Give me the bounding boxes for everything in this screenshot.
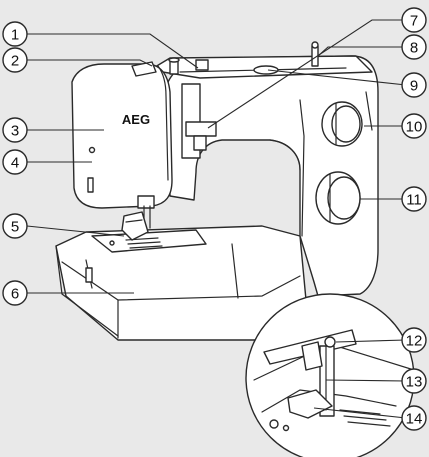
callout-number: 1 [11, 27, 19, 44]
pattern-selector-dial [315, 171, 361, 225]
callout-11: 11 [401, 186, 427, 212]
callout-13: 13 [401, 368, 427, 394]
callout-number: 3 [11, 123, 19, 140]
callout-leaders [26, 19, 407, 419]
callout-2: 2 [2, 47, 28, 73]
spool-pin [311, 41, 319, 67]
callout-6: 6 [2, 280, 28, 306]
callout-number: 8 [410, 40, 418, 57]
callout-number: 11 [406, 192, 422, 209]
stitch-length-dial [321, 101, 363, 147]
callout-number: 14 [406, 411, 423, 428]
detail-inset [245, 293, 415, 457]
thread-guide-top [168, 57, 209, 75]
callout-14: 14 [401, 405, 427, 431]
callout-9: 9 [401, 72, 427, 98]
face-cover: AEG [71, 63, 173, 209]
callout-number: 13 [406, 374, 423, 391]
callout-number: 5 [11, 219, 19, 236]
callout-8: 8 [401, 34, 427, 60]
callout-number: 4 [11, 155, 19, 172]
callout-number: 7 [410, 13, 418, 30]
callout-10: 10 [401, 113, 427, 139]
brand-logo: AEG [122, 112, 150, 127]
callout-number: 6 [11, 286, 19, 303]
callout-number: 10 [406, 119, 423, 136]
needle-area [121, 195, 155, 241]
callout-5: 5 [2, 213, 28, 239]
callout-1: 1 [2, 21, 28, 47]
callout-4: 4 [2, 149, 28, 175]
callout-3: 3 [2, 117, 28, 143]
accessory-box [85, 259, 93, 289]
callout-number: 12 [406, 333, 423, 350]
thread-tension-dial [181, 83, 217, 159]
callout-number: 9 [410, 78, 418, 95]
callout-12: 12 [401, 327, 427, 353]
callout-7: 7 [401, 7, 427, 33]
callout-number: 2 [11, 53, 19, 70]
